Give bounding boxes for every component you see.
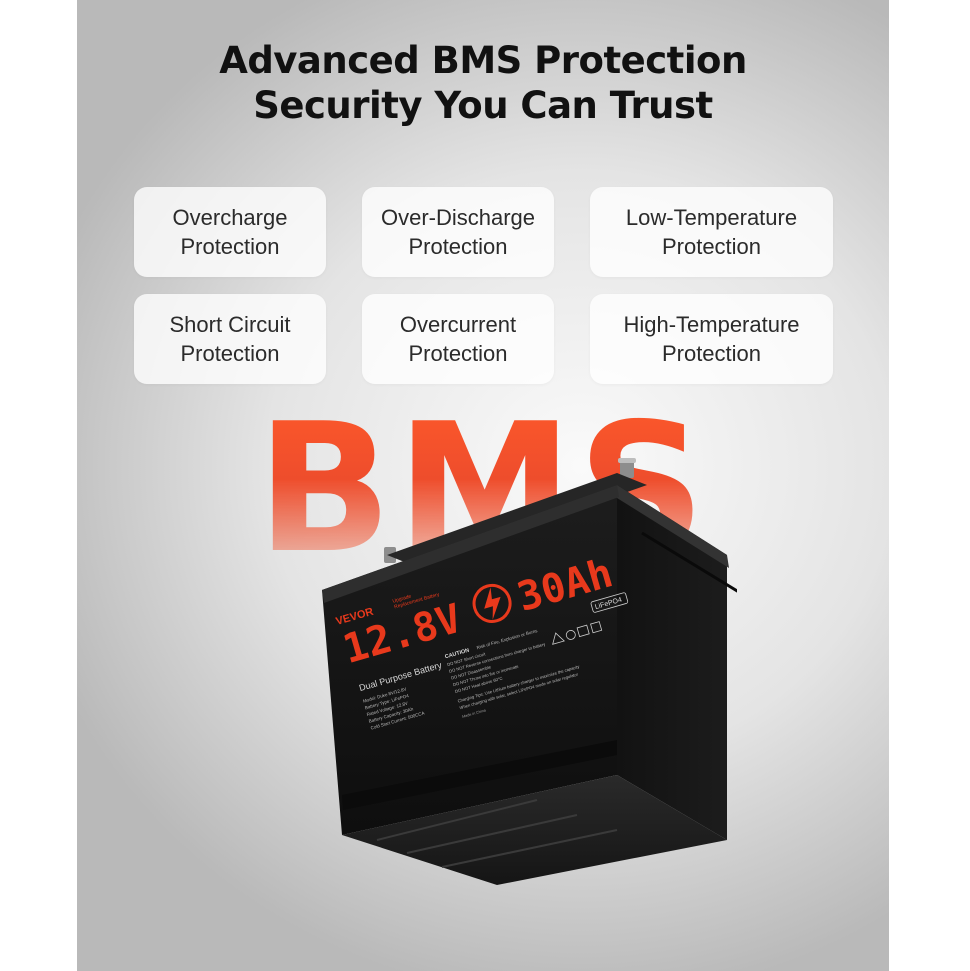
ce-icon [590, 621, 603, 634]
feature-title: High-Temperature [623, 312, 800, 337]
feature-title: Overcurrent [399, 312, 517, 337]
battery-terminal [618, 458, 636, 478]
headline: Advanced BMS Protection Security You Can… [77, 38, 889, 128]
feature-subtitle: Protection [408, 341, 508, 366]
battery-side [617, 485, 727, 840]
feature-title: Short Circuit [169, 312, 291, 337]
made-in: Made in China [462, 708, 487, 719]
feature-subtitle: Protection [180, 234, 280, 259]
product-banner: Advanced BMS Protection Security You Can… [77, 0, 889, 971]
feature-subtitle: Protection [661, 341, 762, 366]
headline-line-1: Advanced BMS Protection [219, 39, 747, 82]
feature-title: Over-Discharge [380, 205, 536, 230]
headline-line-2: Security You Can Trust [253, 84, 713, 127]
battery-base [342, 775, 727, 885]
lightning-bolt-icon [472, 583, 512, 623]
feature-subtitle: Protection [408, 234, 508, 259]
feature-title: Low-Temperature [625, 205, 798, 230]
warning-icon [552, 632, 565, 645]
battery-lid [387, 473, 647, 567]
battery-image: VEVOR Upgrade Replacement Battery 12.8V … [322, 458, 737, 885]
recycle-icon [565, 630, 576, 640]
tagline-top: Upgrade [392, 594, 412, 605]
feature-subtitle: Protection [661, 234, 762, 259]
feature-title: Overcharge [172, 205, 288, 230]
battery-handle [641, 531, 737, 593]
fcc-icon [576, 624, 590, 638]
feature-subtitle: Protection [180, 341, 280, 366]
